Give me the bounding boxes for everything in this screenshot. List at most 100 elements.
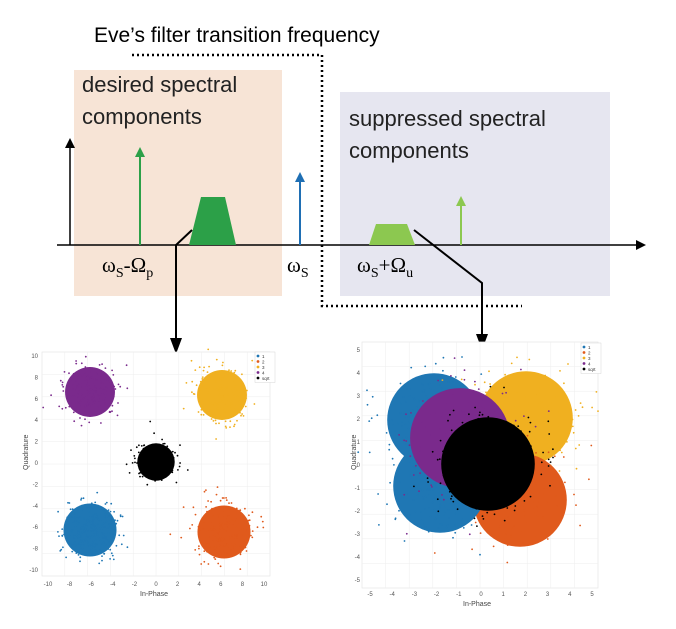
cluster-black-point <box>469 450 472 453</box>
cluster-purple-point <box>452 392 454 395</box>
cluster-purple-point <box>99 380 102 383</box>
cluster-black-point <box>134 461 136 464</box>
legend-label: 2 <box>262 360 265 365</box>
cluster-purple-point <box>431 486 433 488</box>
cluster-purple-point <box>81 375 83 377</box>
cluster-yellow-point <box>525 379 528 382</box>
cluster-orange-point <box>236 518 239 521</box>
cluster-black-point <box>135 446 138 449</box>
cluster-black-point <box>161 464 164 467</box>
cluster-purple-point <box>100 393 102 396</box>
cluster-purple-point <box>84 418 86 421</box>
cluster-black-point <box>490 451 493 453</box>
cluster-yellow-point <box>221 385 224 388</box>
cluster-yellow-point <box>214 402 217 404</box>
cluster-yellow-point <box>241 383 244 386</box>
cluster-black-point <box>455 435 457 438</box>
cluster-black-point <box>449 458 451 461</box>
y-tick-label: -10 <box>29 568 38 574</box>
cluster-black-point <box>526 445 528 448</box>
cluster-blue-point <box>71 544 73 547</box>
cluster-blue-point <box>60 548 63 551</box>
cluster-yellow-point <box>544 452 547 455</box>
cluster-yellow-point <box>516 385 519 387</box>
cluster-yellow-point <box>521 376 524 379</box>
cluster-orange-point <box>512 526 515 529</box>
cluster-blue-point <box>58 535 60 537</box>
legend-swatch <box>582 367 586 371</box>
cluster-blue-point <box>393 464 395 466</box>
cluster-black-point <box>503 519 506 522</box>
cluster-orange-point <box>203 520 206 523</box>
cluster-blue-point <box>79 546 82 549</box>
cluster-yellow-point <box>253 403 256 405</box>
cluster-purple-point <box>77 378 80 381</box>
cluster-blue-point <box>87 521 90 524</box>
cluster-black-point <box>522 439 524 442</box>
cluster-yellow-point <box>561 429 564 432</box>
cluster-black-point <box>470 464 472 467</box>
cluster-blue-point <box>107 548 110 550</box>
cluster-blue-point <box>94 504 96 507</box>
cluster-blue-lower-point <box>420 519 423 522</box>
cluster-orange-point <box>216 486 219 488</box>
cluster-purple-point <box>105 387 108 389</box>
cluster-orange-point <box>523 509 526 512</box>
cluster-yellow-point <box>190 359 193 362</box>
cluster-yellow-point <box>483 381 486 384</box>
cluster-purple-point <box>477 388 480 390</box>
cluster-purple-point <box>86 379 89 381</box>
cluster-blue-point <box>96 533 99 536</box>
cluster-black-point <box>527 416 530 419</box>
cluster-yellow-point <box>542 407 545 410</box>
cluster-black-point <box>139 471 142 474</box>
cluster-yellow-point <box>214 419 217 422</box>
cluster-black-point <box>478 428 481 431</box>
cluster-purple-point <box>84 406 86 408</box>
cluster-blue-lower-point <box>378 524 380 526</box>
legend-box <box>254 351 276 383</box>
cluster-orange-point <box>205 526 208 529</box>
cluster-yellow-point <box>225 370 228 373</box>
cluster-yellow-point <box>234 369 237 372</box>
suppressed-band-trapezoid <box>369 224 415 245</box>
cluster-black-point <box>524 468 526 470</box>
cluster-blue-point <box>81 508 84 511</box>
cluster-blue-point <box>366 389 368 392</box>
cluster-black-point <box>163 442 166 445</box>
cluster-orange-point <box>216 514 219 517</box>
cluster-yellow-point <box>182 407 185 410</box>
cluster-black-point <box>157 458 160 460</box>
cluster-black-point <box>449 413 451 416</box>
cluster-orange-point <box>230 548 232 551</box>
cluster-blue-point <box>99 549 102 551</box>
cluster-black-point <box>483 456 486 459</box>
cluster-black-point <box>475 450 477 453</box>
cluster-orange-point <box>532 501 534 503</box>
cluster-yellow-point <box>485 391 487 394</box>
cluster-black-point <box>170 468 172 471</box>
cluster-black-point <box>516 487 519 489</box>
cluster-yellow-point <box>540 402 543 405</box>
cluster-black-point <box>490 489 493 491</box>
cluster-purple-point <box>405 413 407 416</box>
cluster-black-point <box>495 433 498 436</box>
cluster-yellow-point <box>202 405 205 408</box>
cluster-blue-point <box>87 543 90 546</box>
cluster-black-point <box>462 450 465 453</box>
cluster-orange-point <box>562 505 564 508</box>
cluster-yellow-point <box>496 394 499 397</box>
cluster-yellow-point <box>211 396 214 399</box>
cluster-purple-point <box>98 401 101 404</box>
cluster-black-point <box>447 419 449 422</box>
cluster-black-point <box>489 385 492 388</box>
legend-swatch <box>256 360 260 363</box>
cluster-orange-point <box>227 515 230 517</box>
cluster-orange-point <box>210 528 213 530</box>
cluster-purple-point <box>472 415 474 418</box>
y-tick-label: 0 <box>35 461 39 467</box>
cluster-orange-point <box>205 543 208 545</box>
cluster-black-point <box>508 496 511 498</box>
cluster-yellow-point <box>223 392 225 395</box>
cluster-blue-point <box>79 560 81 563</box>
